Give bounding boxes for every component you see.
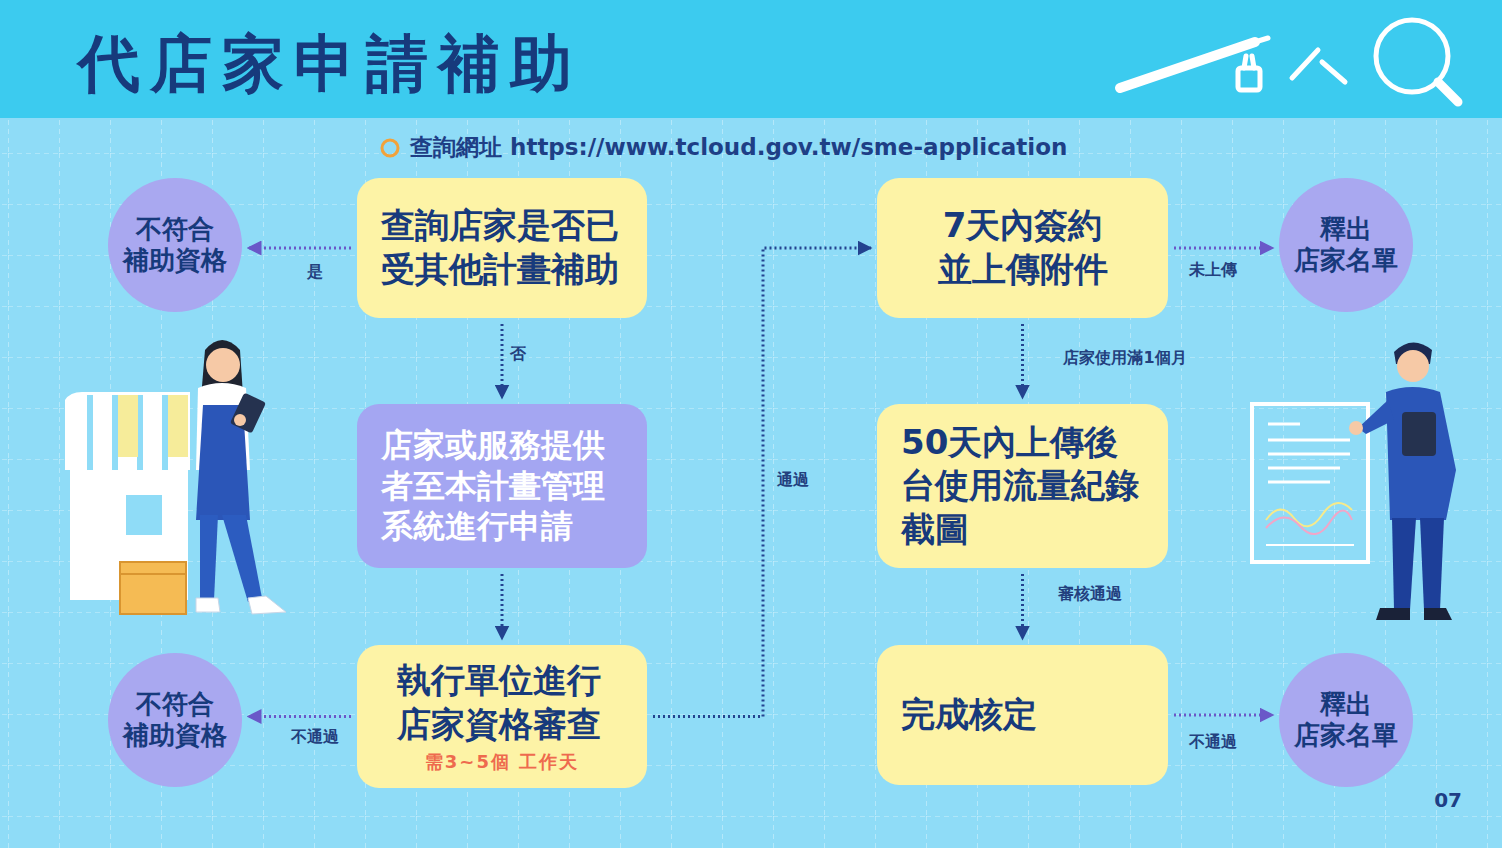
edge-label: 店家使用滿1個月 — [1060, 348, 1189, 369]
node-text: 查詢店家是否已受其他計畫補助 — [381, 204, 623, 291]
result-circle: 不符合 補助資格 — [108, 178, 242, 312]
bullet — [382, 140, 398, 156]
result-circle: 釋出 店家名單 — [1279, 653, 1413, 787]
man-figure — [1349, 342, 1456, 620]
connector — [501, 324, 504, 398]
url-note: 查詢網址 https://www.tcloud.gov.tw/sme-appli… — [410, 132, 1067, 163]
connector — [501, 574, 504, 639]
node-text: 完成核定 — [901, 693, 1144, 737]
title-bar — [0, 0, 1502, 118]
stationery-icons — [1120, 20, 1458, 102]
shop-illustration — [65, 392, 190, 614]
result-circle: 不符合 補助資格 — [108, 653, 242, 787]
connector — [1174, 247, 1273, 250]
node-text: 7天內簽約 並上傳附件 — [901, 204, 1144, 291]
edge-label: 未上傳 — [1186, 260, 1240, 281]
node-text: 不符合 補助資格 — [116, 689, 234, 751]
edge-label: 審核通過 — [1055, 584, 1125, 605]
node-text: 50天內上傳後台使用流量紀錄截圖 — [901, 421, 1144, 552]
connector — [1174, 714, 1273, 717]
edge-label: 不通過 — [1186, 732, 1240, 753]
process-box: 查詢店家是否已受其他計畫補助 — [357, 178, 647, 318]
report-board — [1252, 404, 1368, 562]
process-box: 50天內上傳後台使用流量紀錄截圖 — [877, 404, 1168, 568]
node-text: 釋出 店家名單 — [1287, 214, 1405, 276]
process-box: 7天內簽約 並上傳附件 — [877, 178, 1168, 318]
connector — [248, 715, 351, 718]
process-box: 完成核定 — [877, 645, 1168, 785]
page-title: 代店家申請補助 — [78, 22, 582, 106]
node-text: 執行單位進行店家資格審查 — [397, 659, 607, 746]
edge-label: 不通過 — [288, 727, 342, 748]
page-number: 07 — [1434, 788, 1462, 812]
connector — [1021, 324, 1024, 398]
process-box: 店家或服務提供者至本計畫管理系統進行申請 — [357, 404, 647, 568]
woman-figure — [196, 340, 286, 614]
edge-label: 否 — [507, 344, 529, 365]
node-text: 店家或服務提供者至本計畫管理系統進行申請 — [381, 425, 623, 548]
edge-label: 是 — [304, 262, 326, 283]
node-text: 不符合 補助資格 — [116, 214, 234, 276]
connector — [248, 247, 351, 250]
grid — [0, 118, 1502, 848]
process-box: 執行單位進行店家資格審查需3~5個 工作天 — [357, 645, 647, 788]
connector — [653, 248, 871, 717]
connector — [1021, 574, 1024, 639]
node-note: 需3~5個 工作天 — [425, 750, 579, 774]
node-text: 釋出 店家名單 — [1287, 689, 1405, 751]
edge-label: 通過 — [774, 470, 812, 491]
result-circle: 釋出 店家名單 — [1279, 178, 1413, 312]
